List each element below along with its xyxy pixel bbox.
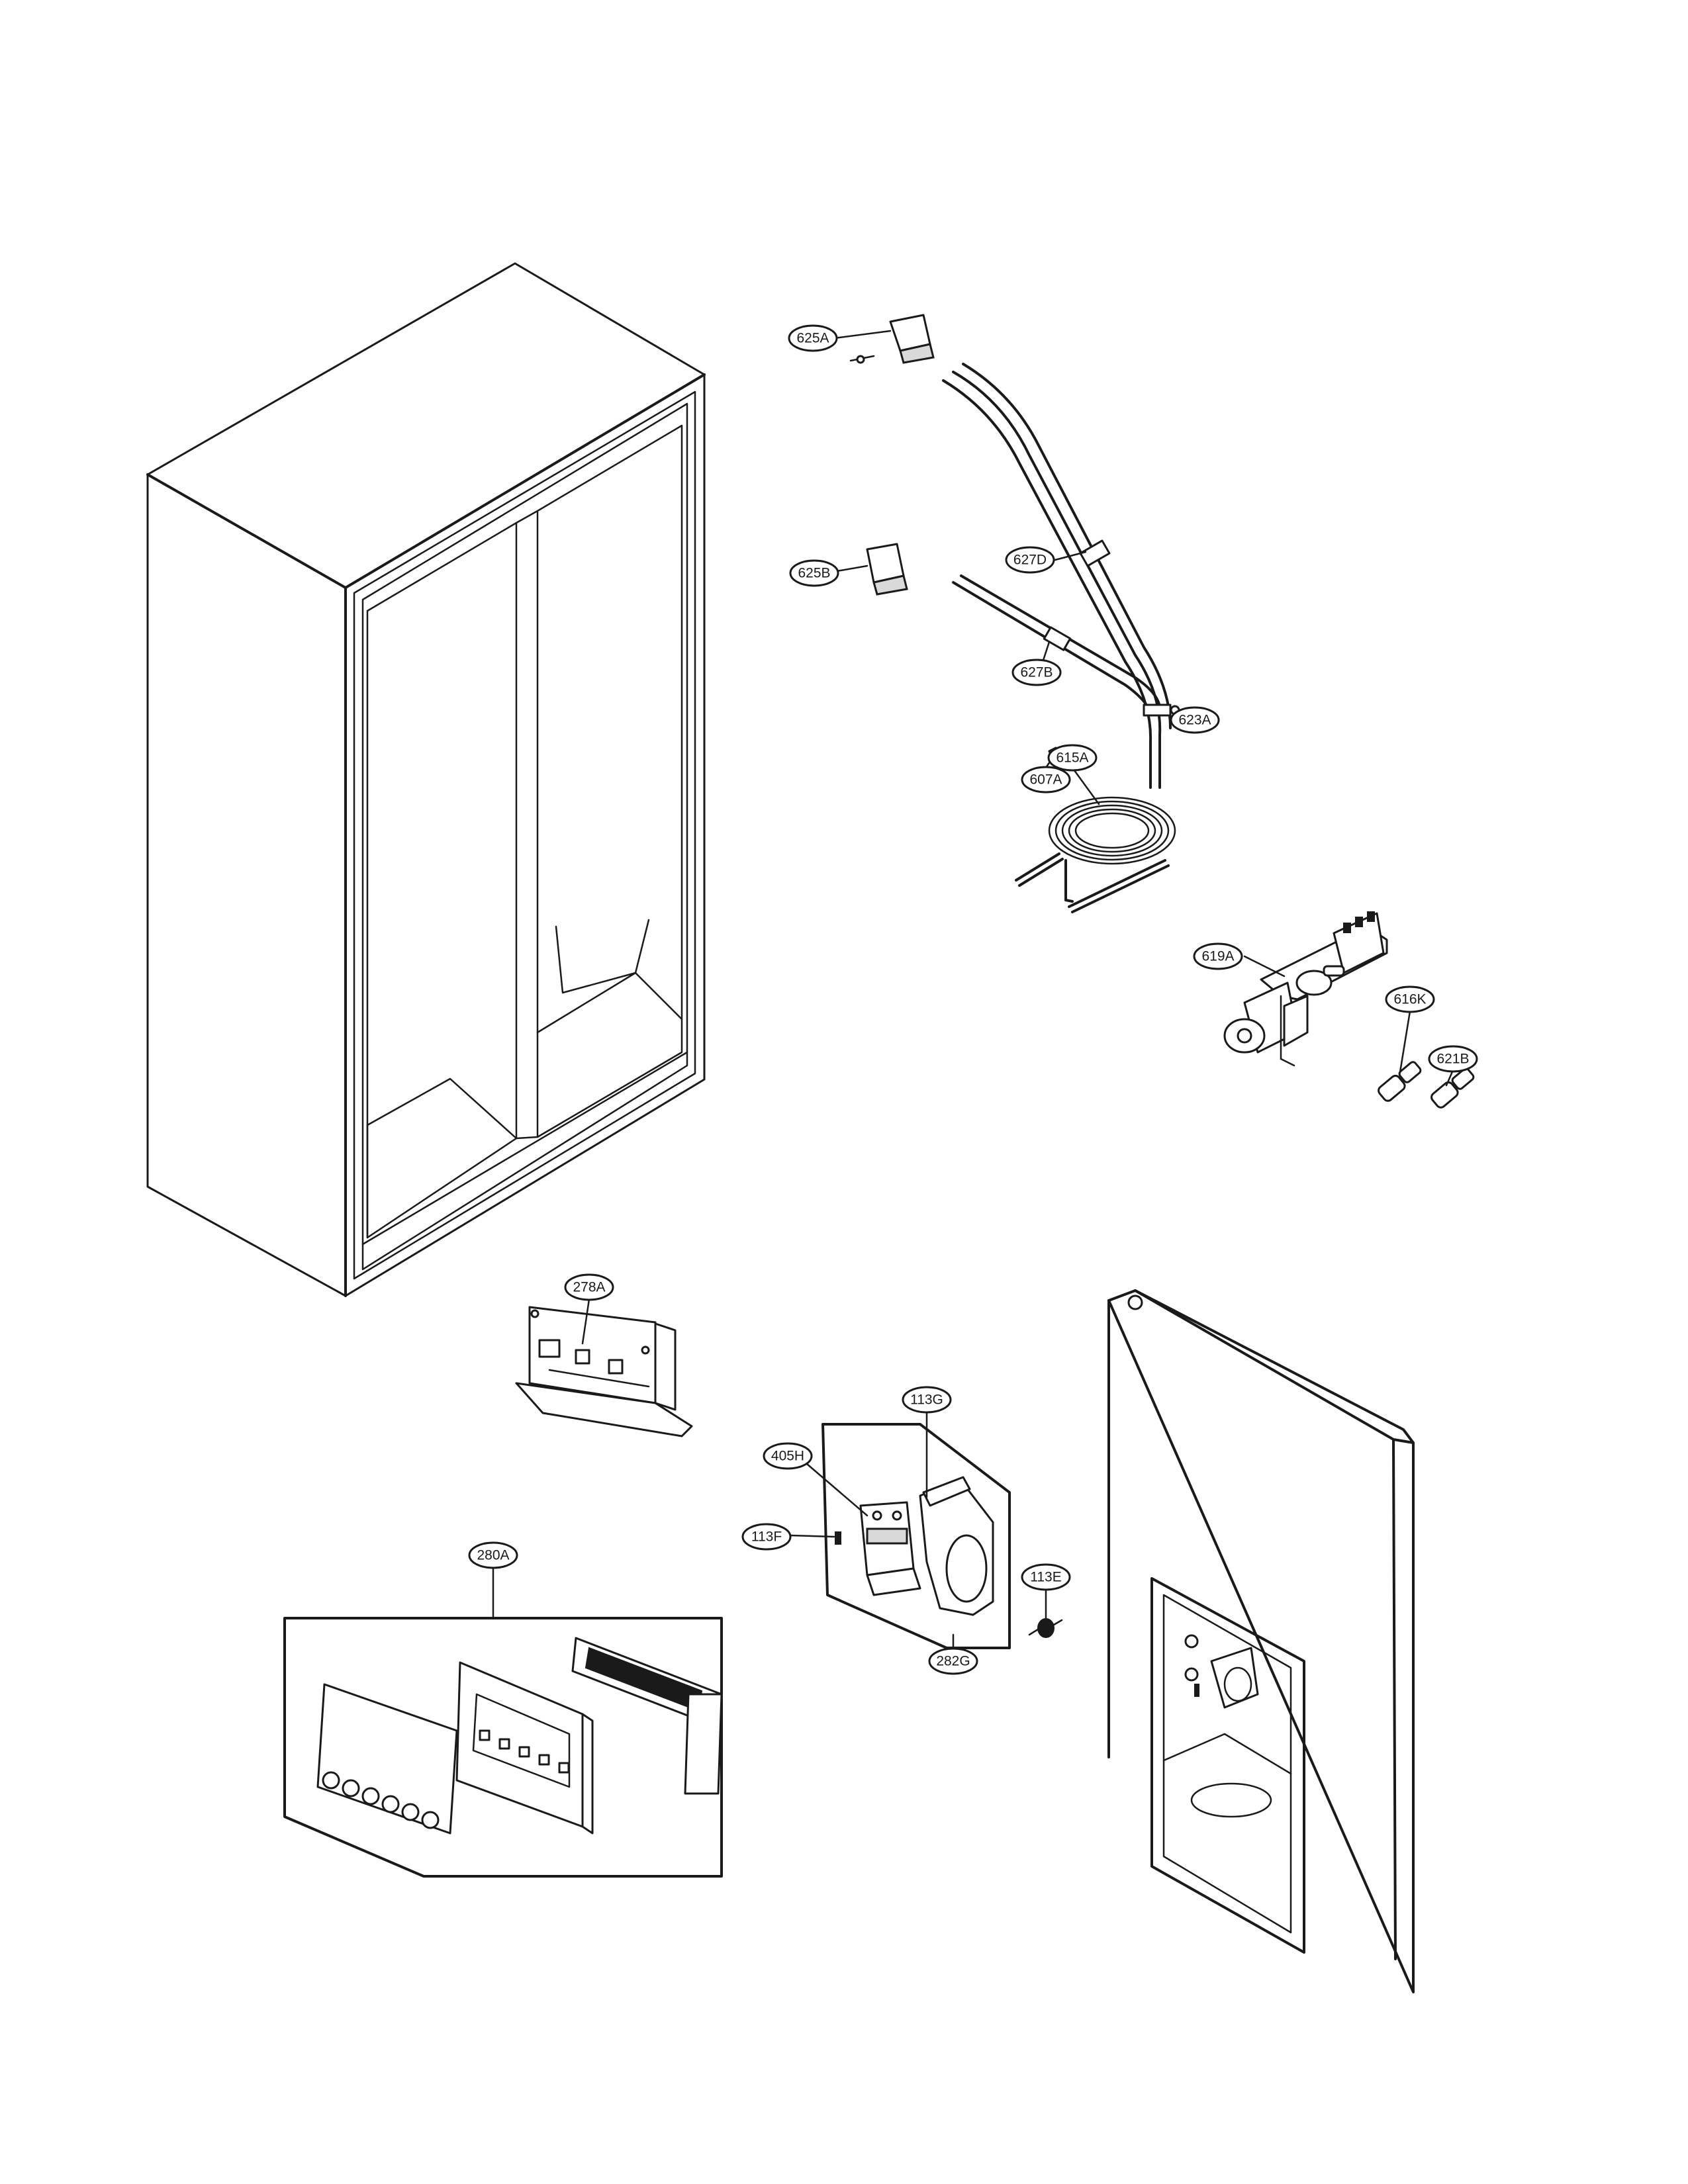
label-621b: 621B (1428, 1045, 1478, 1073)
label-627b: 627B (1011, 659, 1062, 686)
svg-text:619A: 619A (1201, 949, 1234, 964)
svg-text:615A: 615A (1056, 751, 1088, 766)
label-113f: 113F (741, 1523, 792, 1551)
svg-text:278A: 278A (573, 1280, 605, 1295)
label-278a: 278A (564, 1273, 614, 1301)
spring-113e (1028, 1618, 1063, 1638)
tube-clip-625a (849, 314, 935, 364)
svg-text:627B: 627B (1020, 665, 1053, 680)
svg-text:113F: 113F (751, 1529, 782, 1545)
water-valve-619a (1223, 911, 1388, 1067)
label-625a: 625A (788, 324, 838, 352)
svg-text:280A: 280A (477, 1548, 509, 1563)
dispenser-panel-kit-280a (283, 1617, 723, 1878)
svg-text:113E: 113E (1030, 1570, 1062, 1585)
svg-text:623A: 623A (1178, 713, 1211, 728)
label-616k: 616K (1385, 985, 1435, 1013)
svg-text:627D: 627D (1013, 553, 1047, 568)
svg-text:113G: 113G (910, 1392, 943, 1408)
label-113e: 113E (1021, 1563, 1071, 1591)
tubing-coil-615a (1015, 796, 1176, 913)
label-282g: 282G (928, 1647, 978, 1675)
svg-text:282G: 282G (936, 1654, 970, 1669)
spring-113f (835, 1531, 841, 1545)
svg-text:621B: 621B (1436, 1052, 1469, 1067)
water-tubing-assembly (849, 314, 1180, 789)
label-627d: 627D (1005, 546, 1055, 574)
tube-clamp-627d (1079, 539, 1111, 567)
motor-405h (859, 1501, 921, 1596)
bracket-278a (515, 1306, 693, 1437)
label-615a: 615A (1047, 744, 1098, 772)
freezer-door (1107, 1289, 1415, 1993)
fitting-621b (1430, 1068, 1475, 1109)
label-113g: 113G (902, 1386, 952, 1414)
label-405h: 405H (763, 1442, 813, 1470)
svg-text:405H: 405H (771, 1449, 804, 1464)
refrigerator-cabinet (146, 262, 706, 1297)
tube-clamp-627b (1043, 626, 1072, 651)
label-280a: 280A (468, 1541, 518, 1569)
svg-text:625A: 625A (796, 331, 829, 346)
tube-clip-625b (866, 543, 908, 596)
label-607a: 607A (1021, 766, 1071, 794)
svg-text:607A: 607A (1029, 772, 1062, 788)
svg-text:616K: 616K (1393, 992, 1426, 1007)
label-619a: 619A (1193, 942, 1243, 970)
dispenser-housing-kit-282g (821, 1423, 1011, 1649)
fitting-616k (1378, 1061, 1422, 1102)
label-623a: 623A (1170, 706, 1220, 734)
label-625b: 625B (789, 559, 839, 587)
svg-text:625B: 625B (798, 566, 830, 581)
